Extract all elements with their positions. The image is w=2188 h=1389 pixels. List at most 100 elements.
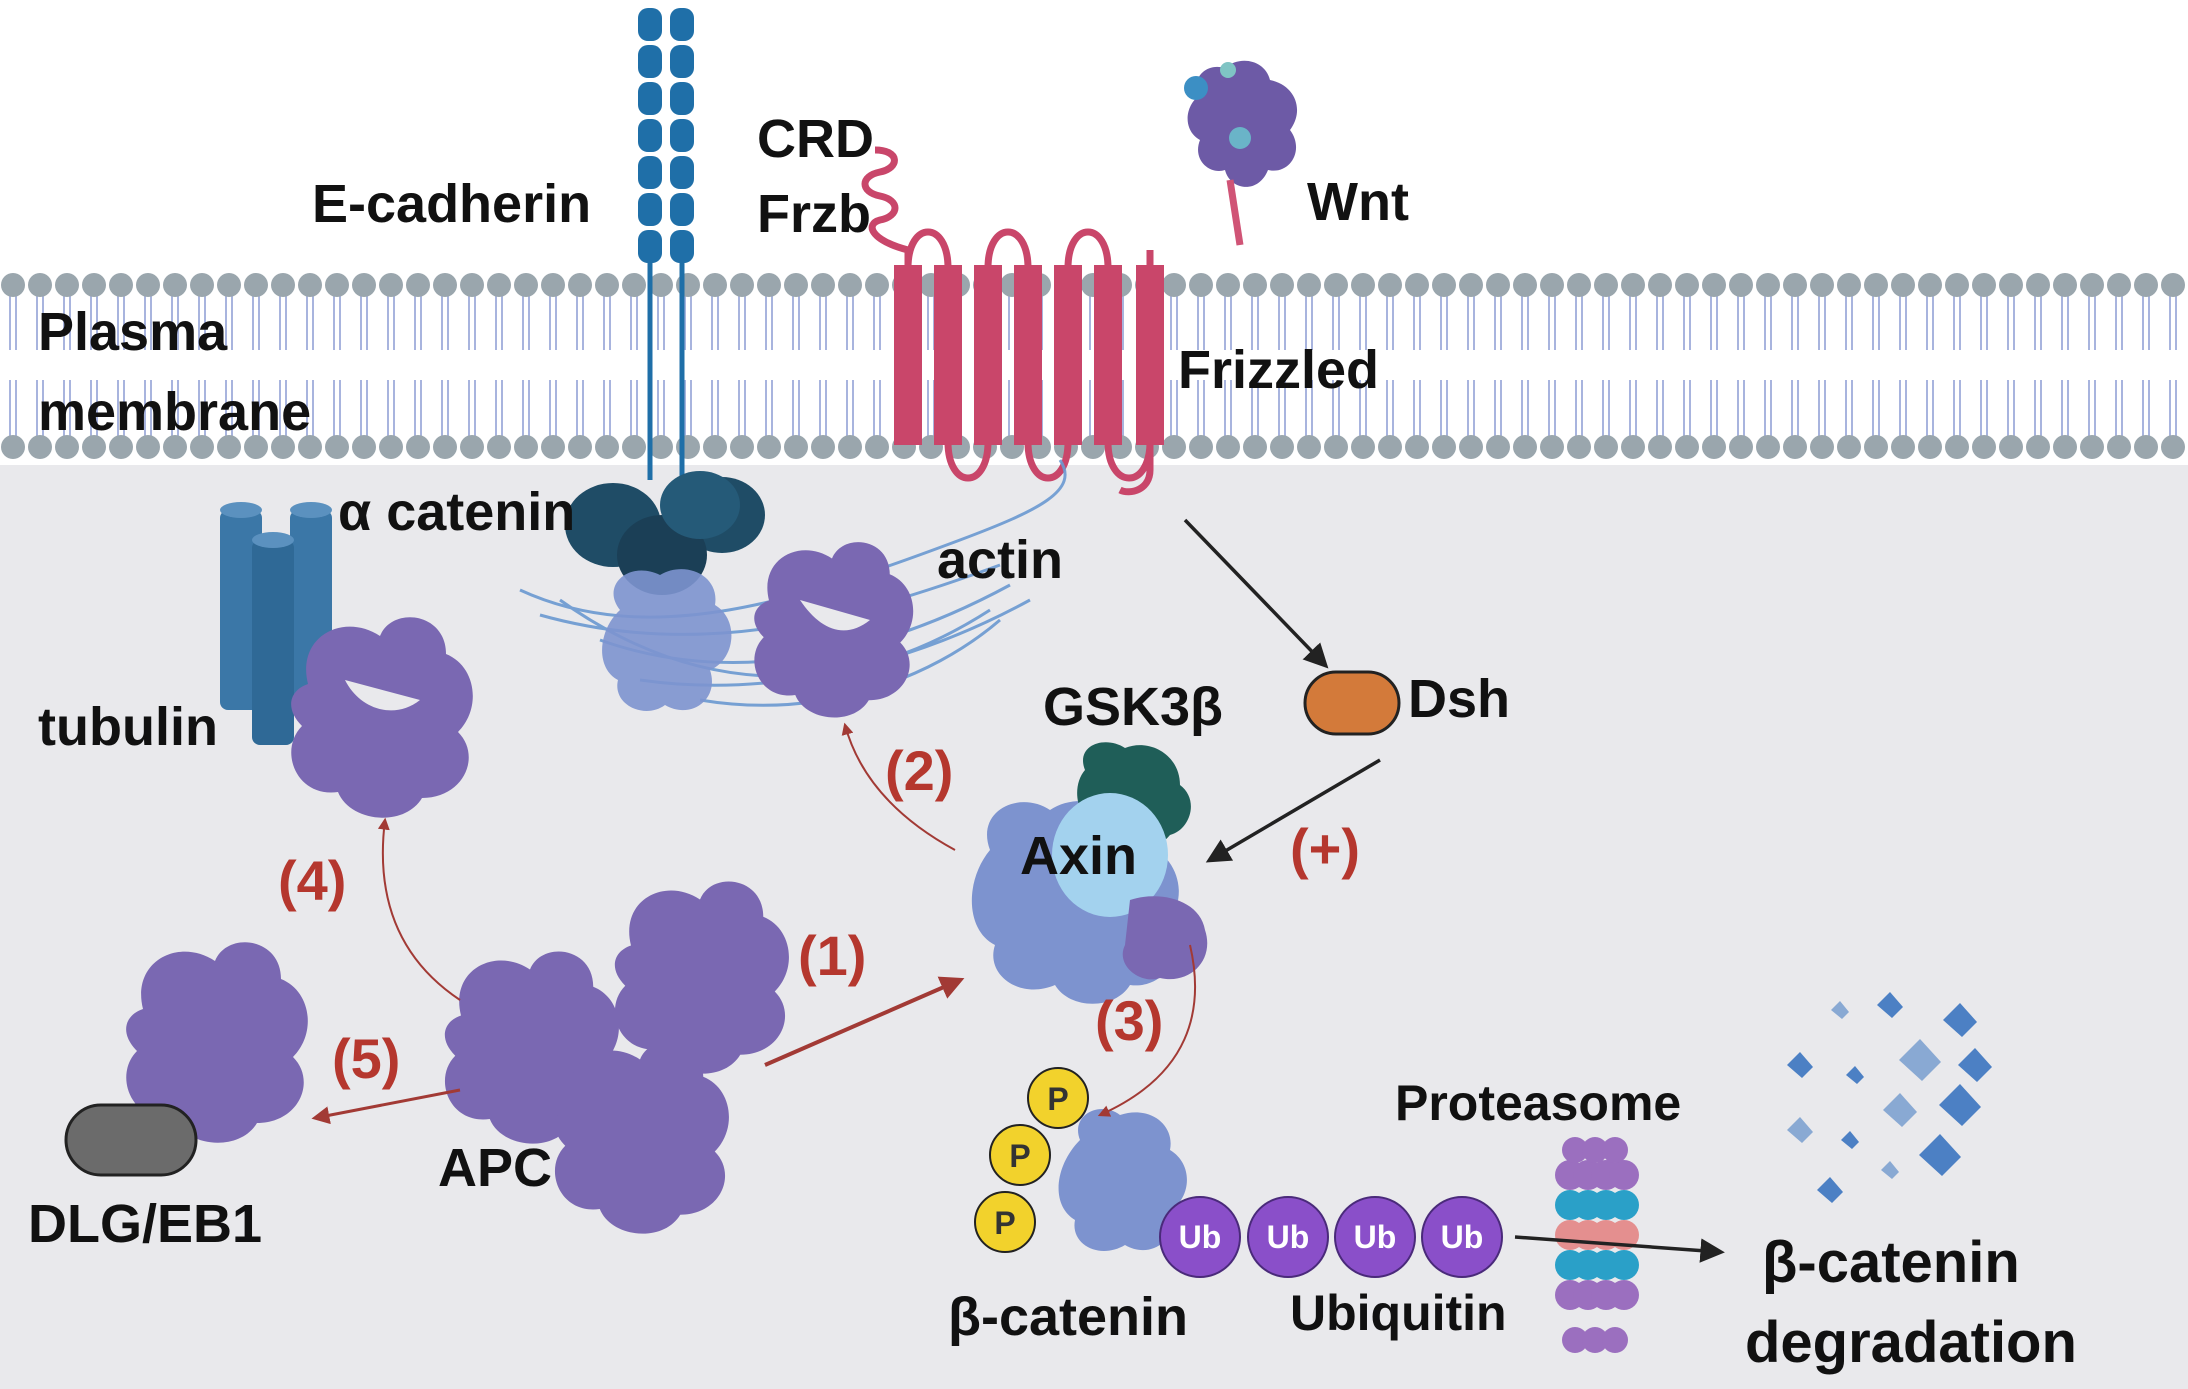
lipid-head: [1783, 435, 1807, 459]
lipid-head: [1918, 273, 1942, 297]
step2-label: (2): [885, 739, 953, 802]
lipid-head: [1621, 273, 1645, 297]
axin-core: [1052, 793, 1168, 917]
degraded-fragments: [1787, 992, 1992, 1203]
lipid-head: [2026, 435, 2050, 459]
crd-label: CRD: [757, 109, 874, 169]
lipid-head: [1864, 273, 1888, 297]
positive-regulation-label: (+): [1290, 817, 1360, 880]
protein-fragment: [1787, 1052, 1813, 1078]
dlg-eb1-label: DLG/EB1: [28, 1194, 262, 1254]
step2-arrow: [841, 722, 956, 851]
lipid-head: [325, 435, 349, 459]
transmembrane-helix: [1054, 265, 1082, 445]
lipid-head: [1567, 273, 1591, 297]
phosphate-circle: [974, 1191, 1036, 1253]
frizzled-label: Frizzled: [1178, 340, 1379, 400]
lipid-head: [784, 435, 808, 459]
step5-label: (5): [332, 1027, 400, 1090]
step3-label: (3): [1095, 989, 1163, 1052]
protein-fragment: [1919, 1134, 1961, 1176]
lipid-head: [28, 273, 52, 297]
lipid-head: [433, 435, 457, 459]
dsh-label: Dsh: [1408, 669, 1510, 729]
phosphate-circle: [989, 1124, 1051, 1186]
transmembrane-helix: [974, 265, 1002, 445]
lipid-head: [2161, 435, 2185, 459]
dsh-to-axin-arrow: [1205, 758, 1381, 863]
cadherin-domain: [670, 45, 694, 78]
proteasome-subunit: [1609, 1250, 1639, 1280]
ubiquitin-label: Ubiquitin: [1290, 1285, 1507, 1341]
lipid-head: [1486, 273, 1510, 297]
protein-fragment: [1846, 1066, 1864, 1084]
lipid-head: [730, 273, 754, 297]
lipid-head: [298, 435, 322, 459]
lipid-head: [379, 273, 403, 297]
lipid-head: [757, 435, 781, 459]
lipid-head: [1459, 273, 1483, 297]
membrane-label: membrane: [38, 382, 311, 442]
lipid-head: [1405, 273, 1429, 297]
lipid-head: [1351, 435, 1375, 459]
cadherin-domain: [670, 119, 694, 152]
apc-on-tubulin: [291, 617, 473, 818]
lipid-head: [703, 435, 727, 459]
tubulin-microtubules: [220, 502, 332, 745]
cadherin-domain: [670, 193, 694, 226]
lipid-head: [1243, 435, 1267, 459]
frizzled-to-dsh-arrow: [1183, 518, 1329, 669]
lipid-head: [865, 435, 889, 459]
lipid-head: [811, 273, 835, 297]
lipid-head: [1162, 435, 1186, 459]
frizzled-tail: [1118, 250, 1154, 496]
lipid-head: [2134, 435, 2158, 459]
lipid-head: [2080, 435, 2104, 459]
phosphate-circle: [1027, 1067, 1089, 1129]
beta-catenin-label: β-catenin: [948, 1287, 1188, 1347]
protein-fragment: [1943, 1003, 1977, 1037]
lipid-head: [1918, 435, 1942, 459]
lipid-head: [217, 273, 241, 297]
lipid-head: [1486, 435, 1510, 459]
cadherin-domain: [670, 82, 694, 115]
lipid-head: [1270, 273, 1294, 297]
lipid-head: [163, 435, 187, 459]
protein-fragment: [1841, 1131, 1859, 1149]
lipid-head: [622, 273, 646, 297]
lipid-head: [2053, 435, 2077, 459]
lipid-head: [1810, 435, 1834, 459]
proteasome-barrel: [1555, 1137, 1639, 1353]
intracellular-loop: [944, 441, 992, 482]
lipid-head: [1378, 273, 1402, 297]
lipid-head: [838, 435, 862, 459]
lipid-head: [109, 435, 133, 459]
frzb-label: Frzb: [757, 184, 871, 244]
lipid-head: [433, 273, 457, 297]
lipid-head: [865, 273, 889, 297]
protein-fragment: [1831, 1001, 1849, 1019]
lipid-head: [1513, 435, 1537, 459]
lipid-head: [595, 273, 619, 297]
lipid-head: [28, 435, 52, 459]
lipid-head: [568, 435, 592, 459]
lipid-head: [568, 273, 592, 297]
protein-fragment: [1899, 1039, 1941, 1081]
lipid-head: [1675, 273, 1699, 297]
plasma-label: Plasma: [38, 302, 228, 362]
step4-label: (4): [278, 849, 346, 912]
lipid-head: [1783, 273, 1807, 297]
lipid-head: [2107, 273, 2131, 297]
lipid-head: [1459, 435, 1483, 459]
lipid-head: [244, 435, 268, 459]
lipid-head: [1729, 435, 1753, 459]
protein-fragment: [1877, 992, 1903, 1018]
proteasome-cap: [1562, 1327, 1588, 1353]
lipid-head: [2026, 273, 2050, 297]
proteasome-subunit: [1609, 1160, 1639, 1190]
beta-catenin-at-adherens: [602, 569, 732, 711]
lipid-head: [1324, 273, 1348, 297]
